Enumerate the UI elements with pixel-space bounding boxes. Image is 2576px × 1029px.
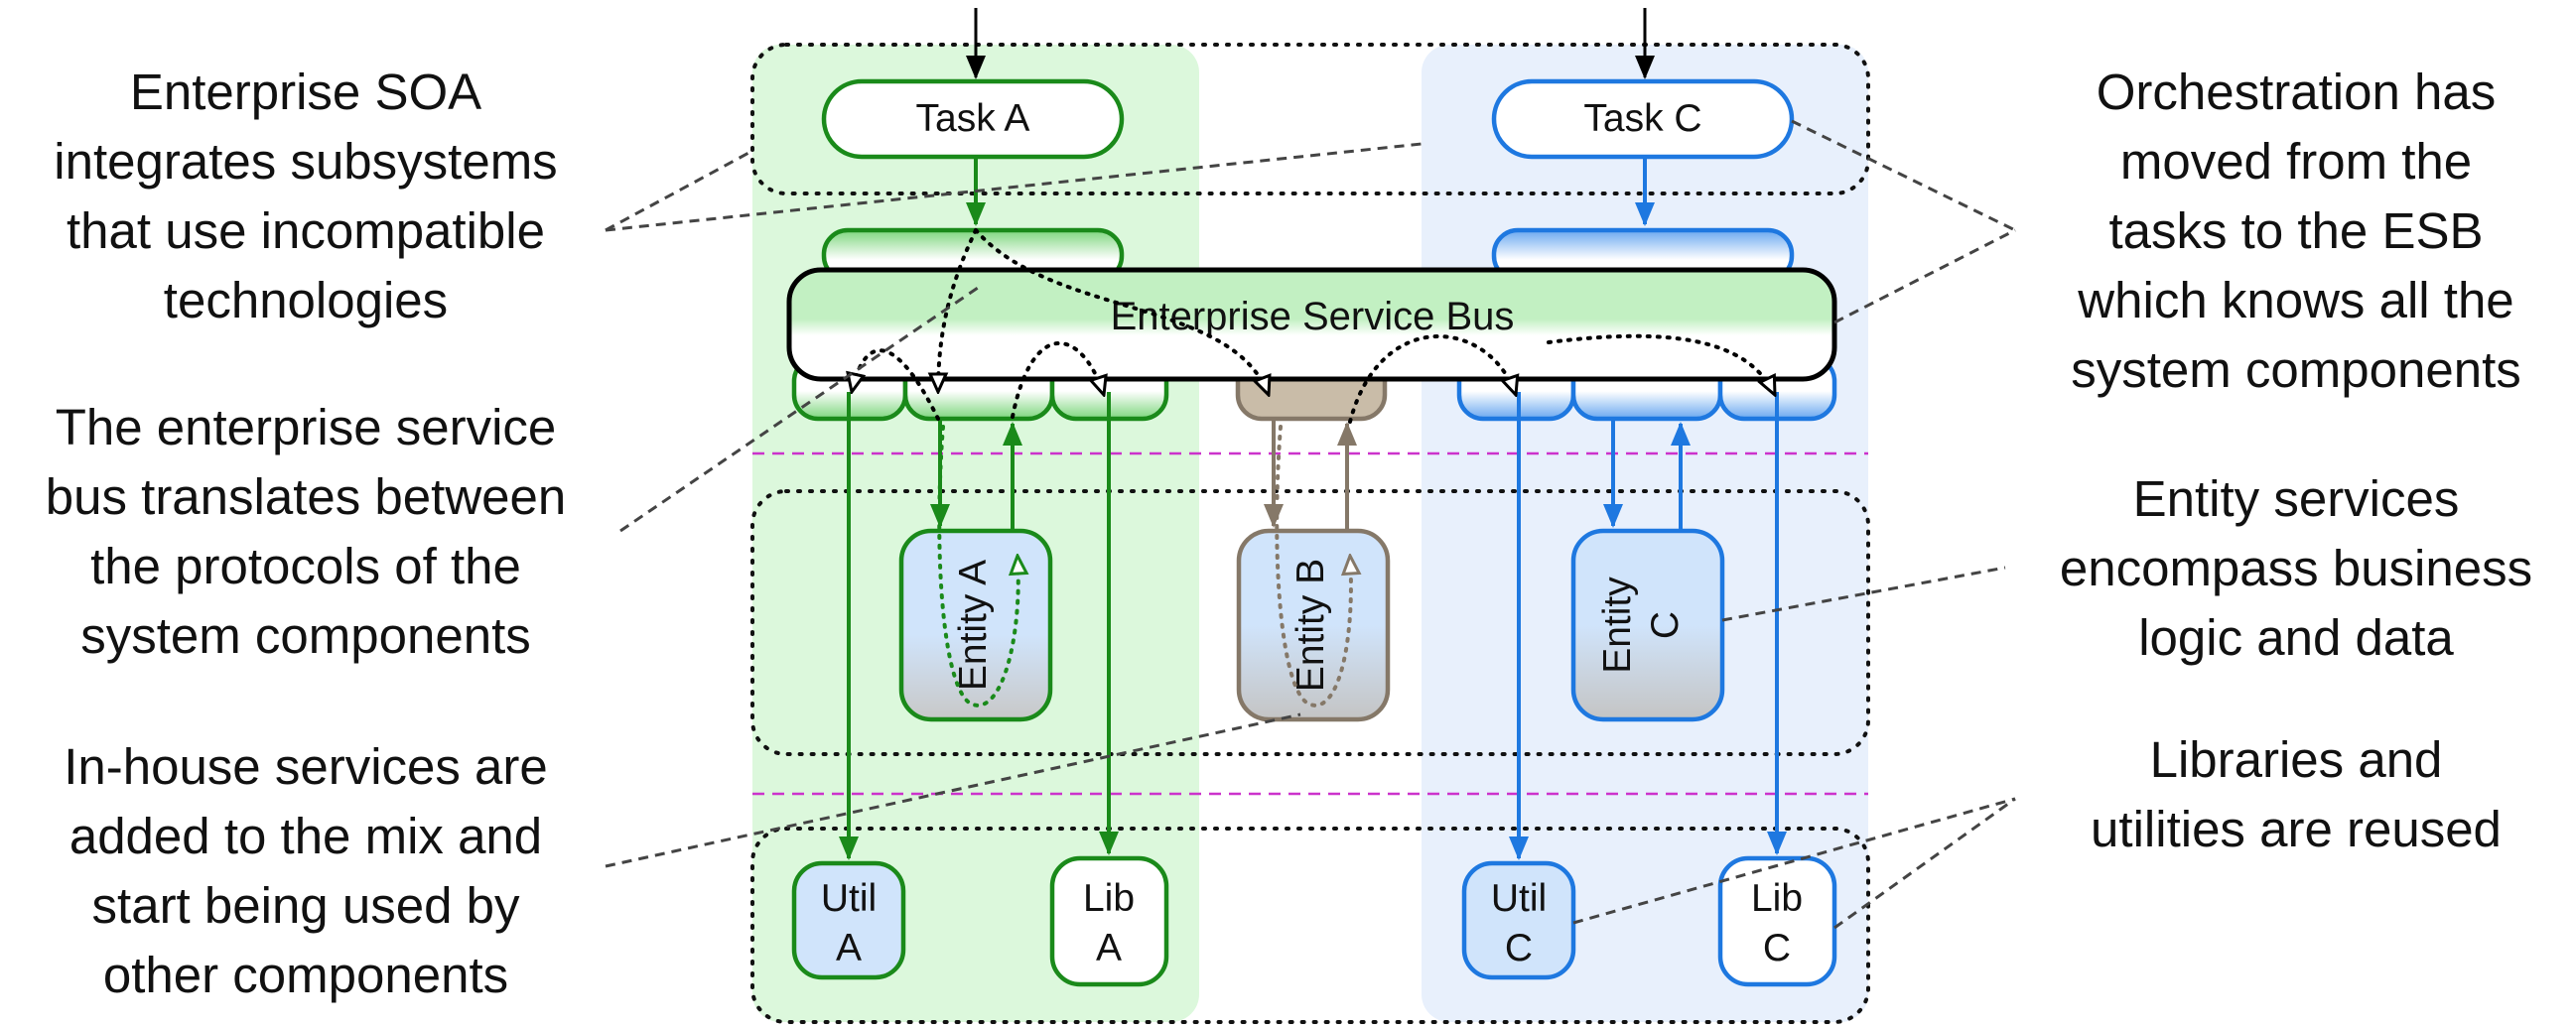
entity-c-label-1: Entity <box>1596 577 1639 674</box>
connectors <box>839 392 1787 860</box>
annotation-orchestration-line-5: system components <box>2071 341 2521 398</box>
annotation-in-house: In-house services are added to the mix a… <box>64 738 548 1003</box>
annotation-entity-line-2: encompass business <box>2060 540 2532 596</box>
annotation-in-house-line-2: added to the mix and <box>69 808 542 864</box>
task-a-label: Task A <box>916 97 1030 140</box>
annotation-in-house-line-3: start being used by <box>92 877 520 934</box>
annotation-orchestration-line-4: which knows all the <box>2077 272 2513 328</box>
util-a: Util A <box>791 860 906 980</box>
bus-label: Enterprise Service Bus <box>1111 295 1515 338</box>
task-a: Task A <box>821 78 1125 160</box>
entity-c: Entity C <box>1570 528 1725 722</box>
annotation-soa-line-3: that use incompatible <box>67 202 545 259</box>
annotation-soa-line-2: integrates subsystems <box>54 133 557 190</box>
lib-a: Lib A <box>1049 855 1169 987</box>
annotation-entity-line-3: logic and data <box>2138 609 2454 666</box>
annotation-libraries-line-2: utilities are reused <box>2091 801 2502 857</box>
orchestration-paths <box>852 228 1777 707</box>
layer-entity-outline <box>750 489 1870 756</box>
annotation-entity-line-1: Entity services <box>2133 470 2460 527</box>
annotation-in-house-line-4: other components <box>103 947 508 1003</box>
annotation-soa: Enterprise SOA integrates subsystems tha… <box>54 64 557 328</box>
entity-c-label-2: C <box>1644 611 1687 639</box>
leader-lines <box>605 119 2016 930</box>
entity-a: Entity A <box>898 528 1053 722</box>
annotation-in-house-line-1: In-house services are <box>64 738 548 795</box>
annotation-esb-line-4: system components <box>80 607 531 664</box>
annotation-orchestration-line-2: moved from the <box>2120 133 2472 190</box>
lib-c-label-1: Lib <box>1751 877 1803 920</box>
annotation-entity-services: Entity services encompass business logic… <box>2060 470 2532 666</box>
annotation-esb-line-1: The enterprise service <box>56 399 557 455</box>
annotation-esb-line-3: the protocols of the <box>90 538 521 594</box>
util-c-label-1: Util <box>1491 877 1547 920</box>
entity-b: Entity B <box>1236 528 1391 722</box>
entity-a-label: Entity A <box>952 560 995 691</box>
annotation-esb-translates: The enterprise service bus translates be… <box>46 399 567 664</box>
util-a-label-1: Util <box>821 877 877 920</box>
lib-a-label-1: Lib <box>1083 877 1135 920</box>
layer-task-outline <box>750 43 1870 195</box>
entity-b-label: Entity B <box>1289 559 1332 692</box>
lib-a-label-2: A <box>1096 927 1122 969</box>
util-a-label-2: A <box>836 927 862 969</box>
annotation-soa-line-1: Enterprise SOA <box>130 64 481 120</box>
task-c-label: Task C <box>1583 97 1701 140</box>
util-c-label-2: C <box>1505 927 1533 969</box>
annotation-orchestration-line-1: Orchestration has <box>2097 64 2497 120</box>
annotation-esb-line-2: bus translates between <box>46 468 567 525</box>
layer-util-outline <box>750 827 1870 1024</box>
annotation-soa-line-4: technologies <box>164 272 448 328</box>
annotation-libraries: Libraries and utilities are reused <box>2091 731 2502 857</box>
enterprise-service-bus: Enterprise Service Bus <box>786 267 1837 382</box>
annotation-libraries-line-1: Libraries and <box>2150 731 2443 788</box>
util-c: Util C <box>1461 860 1576 980</box>
lib-c-label-2: C <box>1763 927 1791 969</box>
annotation-orchestration: Orchestration has moved from the tasks t… <box>2071 64 2521 398</box>
annotation-orchestration-line-3: tasks to the ESB <box>2108 202 2483 259</box>
lib-c: Lib C <box>1717 855 1837 987</box>
task-c: Task C <box>1491 78 1795 160</box>
